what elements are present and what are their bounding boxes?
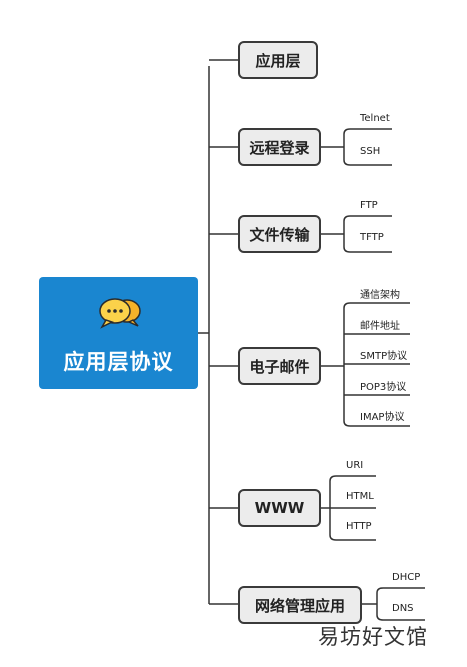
node-label: 应用层: [255, 51, 301, 70]
leaf-imap[interactable]: IMAP协议: [360, 412, 405, 423]
watermark: 易坊好文馆: [318, 625, 428, 649]
leaf-dhcp[interactable]: DHCP: [392, 572, 421, 583]
node-label: 远程登录: [249, 138, 310, 157]
root-node[interactable]: 应用层协议: [39, 277, 198, 389]
node-label: 电子邮件: [249, 357, 310, 376]
node-app-layer[interactable]: 应用层: [238, 41, 318, 79]
node-label: WWW: [254, 499, 305, 517]
node-www[interactable]: WWW: [238, 489, 321, 527]
node-label: 网络管理应用: [254, 596, 345, 615]
chat-bubbles-icon: [99, 298, 141, 329]
leaf-dns[interactable]: DNS: [392, 603, 414, 614]
leaf-ftp[interactable]: FTP: [360, 200, 378, 211]
node-email[interactable]: 电子邮件: [238, 347, 321, 385]
root-title: 应用层协议: [63, 350, 174, 374]
node-label: 文件传输: [249, 225, 310, 244]
node-remote-login[interactable]: 远程登录: [238, 128, 321, 166]
node-network-management[interactable]: 网络管理应用: [238, 586, 362, 624]
leaf-mail-architecture[interactable]: 通信架构: [360, 290, 400, 301]
node-file-transfer[interactable]: 文件传输: [238, 215, 321, 253]
leaf-uri[interactable]: URI: [346, 460, 364, 471]
leaf-smtp[interactable]: SMTP协议: [360, 351, 408, 362]
leaf-html[interactable]: HTML: [346, 491, 374, 502]
leaf-mail-address[interactable]: 邮件地址: [360, 321, 400, 332]
leaf-ssh[interactable]: SSH: [360, 146, 381, 157]
leaf-pop3[interactable]: POP3协议: [360, 382, 407, 393]
leaf-http[interactable]: HTTP: [346, 521, 372, 532]
leaf-tftp[interactable]: TFTP: [360, 232, 384, 243]
leaf-telnet[interactable]: Telnet: [360, 113, 390, 124]
